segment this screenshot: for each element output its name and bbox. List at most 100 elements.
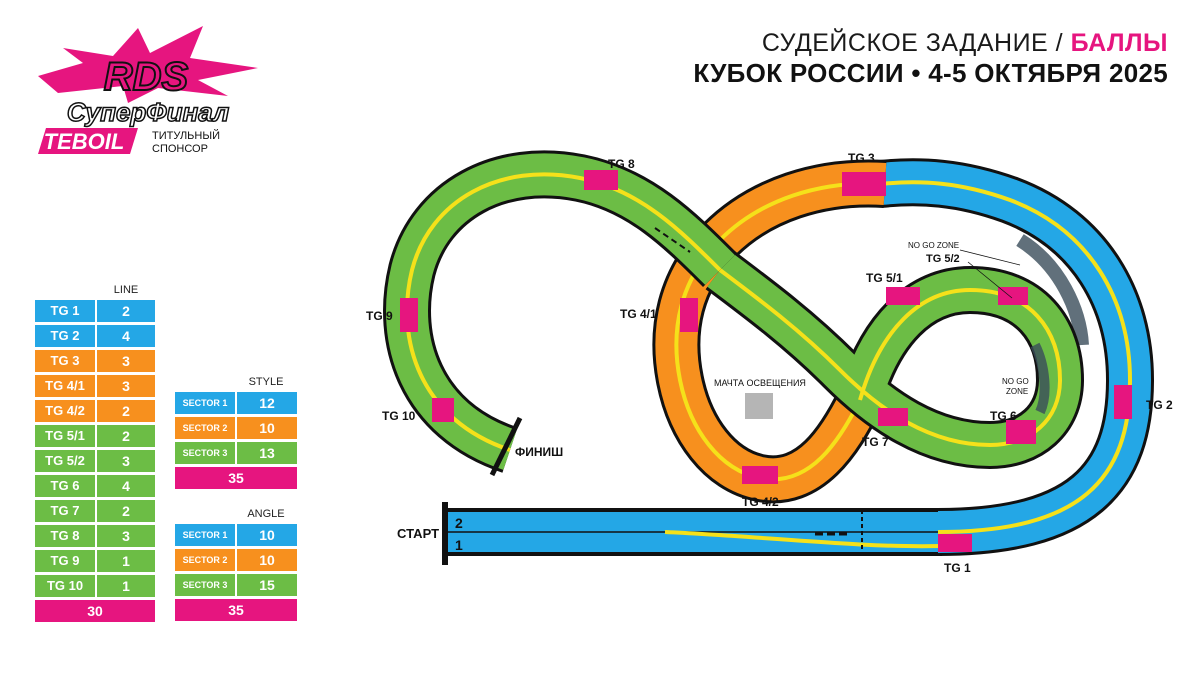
score-row-label: TG 3: [35, 350, 95, 372]
score-row-label: TG 1: [35, 300, 95, 322]
gate-tg42-marker: [742, 466, 778, 484]
gate-tg7-marker: [878, 408, 908, 426]
gate-tg1-label: TG 1: [944, 561, 971, 575]
gate-tg51-marker: [886, 287, 920, 305]
score-row-label: SECTOR 2: [175, 549, 235, 571]
gate-tg2-label: TG 2: [1146, 398, 1173, 412]
sponsor-caption-line1: ТИТУЛЬНЫЙ: [152, 129, 220, 142]
score-row-value: 3: [97, 450, 155, 472]
gate-tg42-label: TG 4/2: [742, 495, 779, 509]
score-row-label: TG 6: [35, 475, 95, 497]
gate-tg3-marker: [842, 172, 886, 196]
sector-3-inner-loop: [705, 250, 1085, 470]
score-row-value: 10: [237, 549, 297, 571]
gate-tg8-marker: [584, 170, 618, 190]
score-row-value: 3: [97, 525, 155, 547]
header-title-main: СУДЕЙСКОЕ ЗАДАНИЕ /: [761, 29, 1071, 57]
score-row-label: SECTOR 2: [175, 417, 235, 439]
no-go-zone-2-label-line2: ZONE: [1006, 387, 1028, 396]
score-row-label: TG 5/2: [35, 450, 95, 472]
score-row-value: 12: [237, 392, 297, 414]
score-row-label: SECTOR 1: [175, 524, 235, 546]
gate-tg9-marker: [400, 298, 418, 332]
score-row-label: TG 4/2: [35, 400, 95, 422]
sector-2-loop: [652, 159, 887, 504]
gate-tg1-marker: [938, 534, 972, 552]
score-row-value: 2: [97, 425, 155, 447]
no-go-zone-2-area: [1030, 342, 1050, 415]
score-row-value: 2: [97, 300, 155, 322]
score-row-label: TG 10: [35, 575, 95, 597]
score-row-label: TG 4/1: [35, 375, 95, 397]
sponsor-badge: [38, 128, 138, 154]
gate-tg51-label: TG 5/1: [866, 271, 903, 285]
finish-line: [489, 416, 523, 477]
score-row-label: TG 2: [35, 325, 95, 347]
score-row-value: 1: [97, 575, 155, 597]
gate-tg9-label: TG 9: [366, 309, 393, 323]
score-row-value: 2: [97, 500, 155, 522]
logo-graphic: RDS СуперФинал TEBOIL ТИТУЛЬНЫЙ СПОНСОР: [38, 26, 258, 155]
header-subtitle: КУБОК РОССИИ • 4-5 ОКТЯБРЯ 2025: [693, 58, 1168, 88]
finish-label: ФИНИШ: [515, 445, 563, 459]
score-row-label: SECTOR 3: [175, 574, 235, 596]
header-title-line: СУДЕЙСКОЕ ЗАДАНИЕ / БАЛЛЫ: [693, 28, 1168, 58]
score-row-value: 3: [97, 350, 155, 372]
gate-tg2-marker: [1114, 385, 1132, 419]
line-table-title: LINE: [113, 284, 139, 296]
no-go-zone-1-label: NO GO ZONE: [908, 241, 959, 250]
sector-1-loop: [877, 158, 1155, 556]
score-row-label: SECTOR 1: [175, 392, 235, 414]
gate-tg8-label: TG 8: [608, 157, 635, 171]
light-mast-label: МАЧТА ОСВЕЩЕНИЯ: [714, 378, 806, 388]
score-row-value: 10: [237, 524, 297, 546]
logo-mark: RDS: [104, 55, 189, 99]
sponsor-caption-line2: СПОНСОР: [152, 143, 208, 155]
no-go-zone-2-label-line1: NO GO: [1002, 377, 1029, 386]
gate-markers: [400, 170, 1132, 552]
track-map: СТАРТ 2 1 ФИНИШ МАЧТА ОСВЕЩЕНИЯ NO GO ZO…: [366, 150, 1173, 575]
logo-superfinal: СуперФинал: [67, 97, 229, 127]
score-row-value: 13: [237, 442, 297, 464]
lane-1-label: 1: [455, 537, 463, 553]
page-header: СУДЕЙСКОЕ ЗАДАНИЕ / БАЛЛЫ КУБОК РОССИИ •…: [693, 28, 1168, 88]
gate-tg52-label: TG 5/2: [926, 253, 960, 265]
score-row-label: TG 8: [35, 525, 95, 547]
gate-tg52-marker: [998, 287, 1028, 305]
header-title-accent: БАЛЛЫ: [1070, 29, 1168, 57]
angle-table-title: ANGLE: [247, 508, 285, 520]
event-logo: RDS СуперФинал TEBOIL ТИТУЛЬНЫЙ СПОНСОР: [28, 18, 278, 163]
gate-tg10-label: TG 10: [382, 409, 416, 423]
score-total: 35: [175, 599, 297, 621]
score-row-label: TG 7: [35, 500, 95, 522]
start-straight: [442, 502, 942, 565]
score-row-value: 15: [237, 574, 297, 596]
score-row-value: 4: [97, 475, 155, 497]
score-total: 30: [35, 600, 155, 622]
gate-tg7-label: TG 7: [862, 435, 889, 449]
style-table-title: STYLE: [248, 376, 284, 388]
score-row-value: 1: [97, 550, 155, 572]
gate-tg10-marker: [432, 398, 454, 422]
start-label: СТАРТ: [397, 526, 439, 541]
sector-3-outer-loop: [383, 150, 737, 477]
score-total: 35: [175, 467, 297, 489]
gate-tg41-label: TG 4/1: [620, 307, 657, 321]
